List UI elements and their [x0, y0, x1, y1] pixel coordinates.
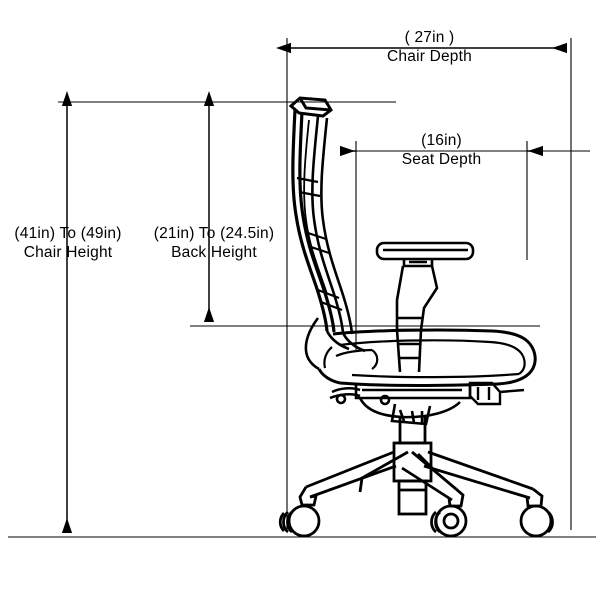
dimension-label-back-height: (21in) To (24.5in) Back Height: [140, 224, 288, 262]
seat-depth-name: Seat Depth: [401, 151, 482, 168]
seat-pan: [317, 328, 537, 387]
chair-height-name: Chair Height: [23, 244, 113, 261]
back-height-value: (21in) To (24.5in): [153, 225, 275, 242]
chair-illustration: [278, 96, 554, 538]
backrest-inner-mesh-line: [303, 119, 328, 295]
chair-depth-name: Chair Depth: [387, 48, 472, 65]
seat-pan-inner-contour: [339, 339, 526, 379]
chair-depth-value: ( 27in ): [404, 29, 455, 46]
backrest-top-cap: [288, 96, 333, 118]
gas-cylinder: [392, 417, 433, 516]
dimension-label-chair-height: (41in) To (49in) Chair Height: [0, 224, 136, 262]
backrest-mesh-panel: [311, 115, 354, 335]
armrest-post: [395, 265, 439, 373]
dimension-label-chair-depth: ( 27in ) Chair Depth: [287, 28, 572, 66]
seat-height-lever: [468, 381, 525, 406]
armrest: [375, 241, 475, 268]
chair-height-value: (41in) To (49in): [14, 225, 122, 242]
dimension-label-seat-depth: (16in) Seat Depth: [356, 131, 527, 169]
casters: [278, 504, 554, 538]
seat-rear-detail: [323, 346, 379, 370]
back-height-name: Back Height: [171, 244, 257, 261]
seat-depth-value: (16in): [421, 132, 462, 149]
five-star-base: [298, 450, 544, 508]
